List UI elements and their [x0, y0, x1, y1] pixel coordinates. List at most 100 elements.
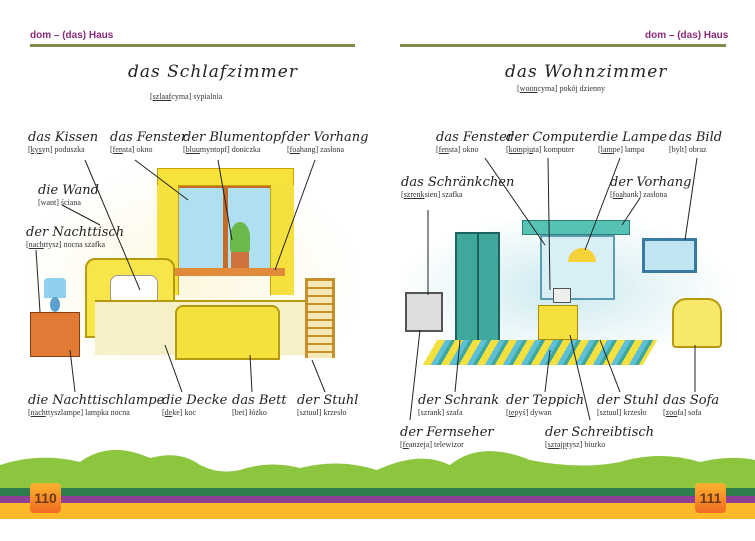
pron-rest: want] — [40, 198, 59, 207]
pron-rest: hang] — [299, 145, 319, 154]
bed-footboard — [175, 305, 280, 360]
german-word: das Bild — [669, 130, 723, 145]
polish-translation: okno — [462, 145, 479, 154]
pron-rest: anzeja] — [408, 440, 432, 449]
ceiling-lamp — [568, 248, 596, 262]
label-der-stuhl: der Stuhl[sztuul] krzesło — [297, 393, 358, 417]
pronunciation: [bylt] obraz — [669, 145, 707, 154]
label-der-teppich: der Teppich[tepyś] dywan — [506, 393, 584, 417]
polish-translation: krzesło — [323, 408, 347, 417]
stress: lam — [600, 145, 613, 154]
stress: de — [164, 408, 173, 417]
stress: szrenk — [403, 190, 425, 199]
label-das-bett: das Bett[bet] łóżko — [232, 393, 287, 417]
page-number-right: 111 — [695, 483, 726, 513]
label-der-computer: der Computer[kompjuta] komputer — [506, 130, 598, 154]
yellow-band — [0, 503, 755, 519]
computer — [553, 288, 571, 303]
flowerpot — [231, 250, 249, 268]
curtain-right — [270, 185, 294, 295]
german-word: der Teppich — [506, 393, 585, 408]
pronunciation: [foahank] zasłona — [610, 190, 668, 199]
pron-rest: sztuul] — [299, 408, 322, 417]
wardrobe-door-split — [477, 232, 479, 342]
polish-translation: poduszka — [54, 145, 85, 154]
label-die-wand: die Wand[want] ściana — [38, 183, 99, 207]
left-header: dom – (das) Haus — [30, 30, 114, 41]
polish-translation: koc — [184, 408, 197, 417]
tv — [405, 292, 443, 332]
pronunciation: [kysyn] poduszka — [28, 145, 85, 154]
german-word: das Bett — [232, 393, 287, 408]
pron-rest: ttyszlampe] — [45, 408, 84, 417]
desk — [538, 305, 578, 340]
pronunciation: [szrajptysz] biurko — [545, 440, 606, 449]
left-subtitle: [szlaafcyma] sypialnia — [150, 92, 223, 101]
subtitle-underlined: szlaaf — [152, 92, 172, 101]
landscape-footer — [0, 449, 755, 519]
pronunciation: [bet] łóżko — [232, 408, 267, 417]
german-word: die Lampe — [598, 130, 668, 145]
german-word: das Fenster — [436, 130, 514, 145]
right-header-rule — [400, 44, 726, 47]
pronunciation: [want] ściana — [38, 198, 81, 207]
polish-translation: doniczka — [231, 145, 261, 154]
window-sill — [170, 268, 285, 276]
label-das-fenster: das Fenster[fensta] okno — [436, 130, 513, 154]
left-header-rule — [30, 44, 355, 47]
stress: foa — [612, 190, 623, 199]
pron-rest: sztuul] — [599, 408, 622, 417]
polish-translation: obraz — [688, 145, 707, 154]
pron-rest: szrank] — [420, 408, 445, 417]
subtitle-underlined: woon — [519, 84, 538, 93]
label-der-stuhl: der Stuhl[sztuul] krzesło — [597, 393, 658, 417]
pron-rest: bylt] — [671, 145, 687, 154]
pronunciation: [sztuul] krzesło — [297, 408, 347, 417]
german-word: das Fenster — [110, 130, 188, 145]
pron-rest: ta] — [533, 145, 542, 154]
stress: fe — [402, 440, 409, 449]
pron-rest: yn] — [41, 145, 53, 154]
german-word: der Stuhl — [297, 393, 359, 408]
pron-rest: hank] — [622, 190, 642, 199]
pronunciation: [nachttysz] nocna szafka — [26, 240, 106, 249]
pron-rest: bet] — [234, 408, 248, 417]
subtitle-translation: pokój dzienny — [559, 84, 605, 93]
label-die-nachttischlampe: die Nachttischlampe[nachttyszlampe] lamp… — [28, 393, 164, 417]
label-das-kissen: das Kissen[kysyn] poduszka — [28, 130, 98, 154]
pron-rest: sta] — [448, 145, 461, 154]
stress: foa — [289, 145, 300, 154]
stress: te — [508, 408, 515, 417]
label-das-fenster: das Fenster[fensta] okno — [110, 130, 187, 154]
german-word: der Nachttisch — [26, 225, 125, 240]
stress: zoo — [665, 408, 678, 417]
german-word: der Blumentopf — [183, 130, 287, 145]
polish-translation: krzesło — [623, 408, 647, 417]
pron-rest: ke] — [172, 408, 183, 417]
polish-translation: ściana — [60, 198, 81, 207]
stress: szrajp — [547, 440, 567, 449]
label-der-schreibtisch: der Schreibtisch[szrajptysz] biurko — [545, 425, 654, 449]
german-word: das Kissen — [28, 130, 99, 145]
pronunciation: [fensta] okno — [110, 145, 153, 154]
subtitle-translation: sypialnia — [193, 92, 223, 101]
stress: fen — [112, 145, 123, 154]
pron-rest: pyś] — [514, 408, 529, 417]
pronunciation: [sztuul] krzesło — [597, 408, 647, 417]
german-word: der Vorhang — [610, 175, 692, 190]
german-word: der Fernseher — [400, 425, 494, 440]
pronunciation: [bluumyntopf] doniczka — [183, 145, 261, 154]
pronunciation: [tepyś] dywan — [506, 408, 552, 417]
plant — [230, 222, 250, 252]
picture — [642, 238, 697, 273]
polish-translation: zasłona — [320, 145, 345, 154]
label-das-sofa: das Sofa[zoofa] sofa — [663, 393, 719, 417]
polish-translation: lampka nocna — [85, 408, 130, 417]
pronunciation: [szrank] szafa — [418, 408, 463, 417]
german-word: die Decke — [162, 393, 228, 408]
left-title: das Schlafzimmer — [128, 62, 298, 82]
pron-rest: sta] — [122, 145, 135, 154]
polish-translation: sofa — [688, 408, 702, 417]
polish-translation: okno — [136, 145, 153, 154]
